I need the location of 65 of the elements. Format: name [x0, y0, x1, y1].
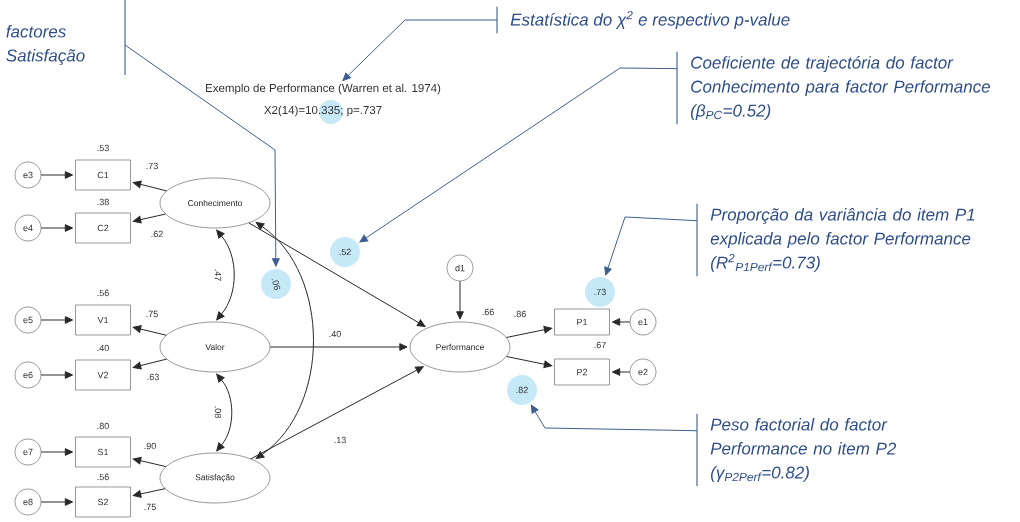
arrow [132, 488, 166, 498]
indicator-box: V1 [75, 304, 131, 336]
edge-label: .86 [512, 309, 528, 319]
variance-value: .56 [97, 289, 109, 297]
edge-label: .40 [327, 329, 343, 339]
correlation-arc [216, 229, 235, 321]
correlation-arc [255, 221, 314, 460]
callout-text: factores Satisfação [6, 0, 126, 76]
arrow [248, 222, 426, 327]
arrow [250, 366, 424, 460]
arrow [132, 456, 167, 468]
arrow [611, 368, 631, 376]
highlighted-coefficient: .52 [330, 237, 360, 267]
leader-line [530, 404, 698, 432]
edge-label: .90 [142, 441, 158, 451]
edge-label: .62 [149, 229, 165, 239]
indicator-box: S2 [75, 486, 131, 518]
callout-text: Proporção da variância do item P1 explicada pelo factor Performance (R$^{2}$$_{P1Perf}$=0.73) [696, 203, 975, 277]
indicator-box: P2 [554, 358, 610, 386]
edge-label: .08 [213, 404, 223, 420]
arrow [506, 356, 553, 369]
arrow [456, 280, 464, 320]
edge-label: .75 [142, 502, 158, 512]
arrow [132, 358, 168, 370]
highlighted-coefficient: .06 [261, 269, 291, 299]
edge-label: .63 [145, 372, 161, 382]
leader-line [124, 44, 280, 267]
arrow [40, 316, 74, 324]
indicator-box: P1 [554, 308, 610, 336]
arrow [132, 180, 168, 192]
indicator-box: S1 [75, 436, 131, 468]
arrow [40, 371, 74, 379]
variance-value: .38 [97, 198, 109, 206]
indicator-box: C1 [75, 159, 131, 191]
highlighted-coefficient: .82 [507, 375, 537, 405]
arrow [40, 224, 74, 232]
callout-text: Coeficiente de trajectória do factor Conhecimento para factor Performance (β$_{PC}$=0.52) [676, 51, 990, 125]
arrow [40, 498, 74, 506]
callout-text: Estatística do χ$^{2}$ e respectivo p-value [496, 6, 790, 34]
arrow [132, 325, 167, 336]
edge-label: .75 [144, 309, 160, 319]
leader-line [604, 216, 698, 276]
indicator-box: C2 [75, 212, 131, 244]
variance-value: .56 [97, 473, 109, 481]
arrow [132, 213, 166, 224]
model-heading: Exemplo de Performance (Warren et al. 1974) X2(14)=10.335; p=.737 [206, 83, 441, 117]
variance-value: .66 [482, 308, 494, 316]
correlation-arc [216, 373, 233, 452]
indicator-box: V2 [75, 359, 131, 391]
variance-value: .53 [97, 144, 109, 152]
arrow [40, 448, 74, 456]
variance-value: .40 [97, 344, 109, 352]
edge-label: .13 [332, 435, 348, 445]
leader-line [359, 67, 678, 243]
arrow [611, 318, 631, 326]
callout-text: Peso factorial do factor Performance no item P2 (γ$_{P2Perf}$=0.82) [696, 413, 897, 487]
arrow [269, 343, 408, 351]
variance-value: .67 [594, 341, 606, 349]
variance-value: .80 [97, 422, 109, 430]
edge-label: .73 [144, 161, 160, 171]
leader-line [342, 19, 498, 82]
arrow [506, 325, 553, 338]
highlighted-coefficient: .73 [585, 277, 615, 307]
edge-label: .47 [213, 267, 223, 283]
arrow [40, 171, 74, 179]
